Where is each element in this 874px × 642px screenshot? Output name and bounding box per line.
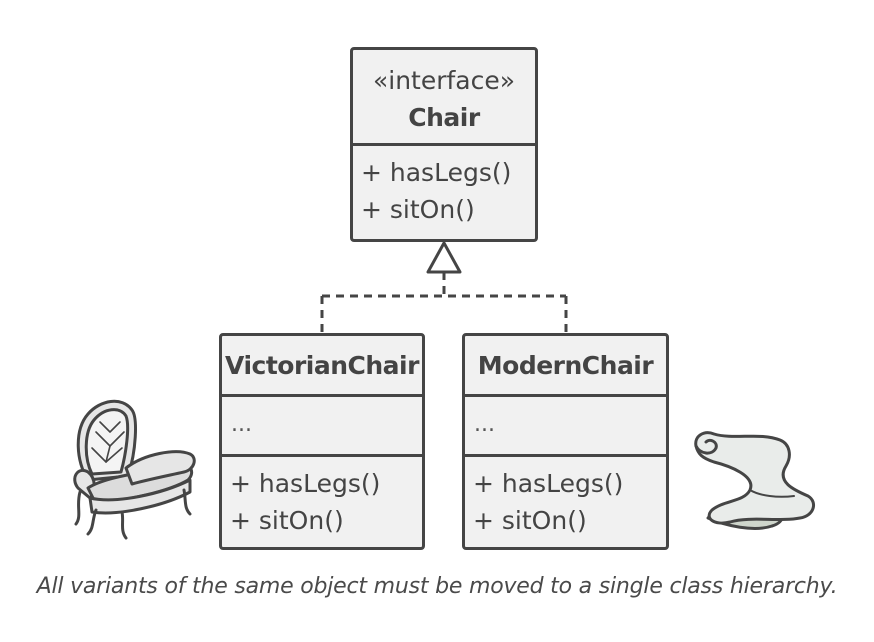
stereotype-label: «interface» bbox=[372, 66, 516, 95]
modern-chair-box[interactable]: ModernChair ... + hasLegs() + sitOn() bbox=[462, 333, 669, 550]
diagram-caption: All variants of the same object must be … bbox=[36, 574, 838, 599]
victorian-chair-box[interactable]: VictorianChair ... + hasLegs() + sitOn() bbox=[219, 333, 425, 550]
method-has-legs: + hasLegs() bbox=[473, 469, 624, 498]
method-sit-on: + sitOn() bbox=[361, 195, 475, 224]
modern-fields: ... bbox=[465, 397, 666, 457]
method-sit-on: + sitOn() bbox=[473, 506, 587, 535]
interface-header: «interface» Chair bbox=[353, 50, 535, 146]
modern-methods: + hasLegs() + sitOn() bbox=[465, 457, 666, 539]
class-name-chair: Chair bbox=[408, 103, 480, 132]
interface-methods: + hasLegs() + sitOn() bbox=[353, 146, 535, 228]
modern-curved-chair-icon bbox=[694, 431, 816, 530]
fields-ellipsis: ... bbox=[231, 412, 252, 437]
victorian-methods: + hasLegs() + sitOn() bbox=[222, 457, 422, 539]
victorian-header: VictorianChair bbox=[222, 336, 422, 397]
realization-arrowhead bbox=[426, 241, 462, 274]
victorian-fields: ... bbox=[222, 397, 422, 457]
class-name-victorian-chair: VictorianChair bbox=[225, 351, 419, 380]
method-has-legs: + hasLegs() bbox=[230, 469, 381, 498]
method-sit-on: + sitOn() bbox=[230, 506, 344, 535]
modern-header: ModernChair bbox=[465, 336, 666, 397]
interface-chair-box[interactable]: «interface» Chair + hasLegs() + sitOn() bbox=[350, 47, 538, 242]
method-has-legs: + hasLegs() bbox=[361, 158, 512, 187]
victorian-armchair-icon bbox=[73, 399, 196, 540]
fields-ellipsis: ... bbox=[474, 412, 495, 437]
class-name-modern-chair: ModernChair bbox=[477, 351, 654, 380]
